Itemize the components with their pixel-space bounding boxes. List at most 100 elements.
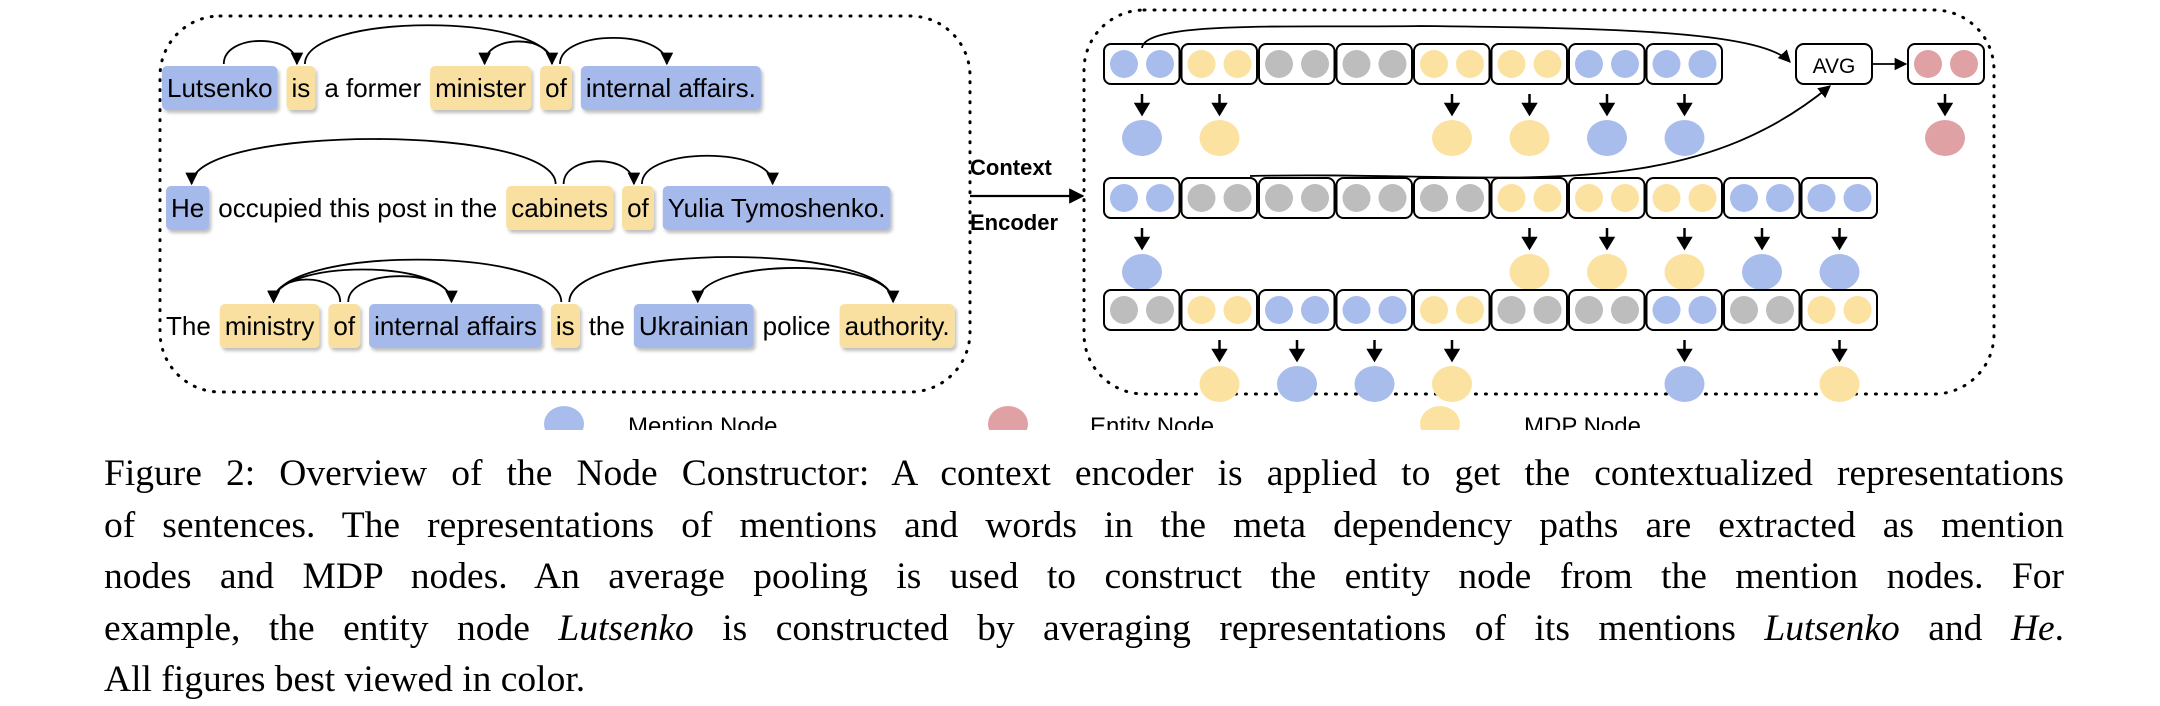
legend-mdp-swatch bbox=[1420, 406, 1460, 430]
extraction-arrow bbox=[1521, 228, 1538, 251]
figure-caption: Figure 2: Overview of the Node Construct… bbox=[104, 448, 2064, 706]
mention-highlight bbox=[633, 304, 754, 348]
dependency-arc bbox=[347, 275, 458, 304]
token-circle bbox=[1766, 296, 1794, 324]
mdp-highlight bbox=[219, 304, 320, 348]
mdp-node bbox=[1432, 366, 1472, 402]
token-circle bbox=[1110, 184, 1138, 212]
token-circle bbox=[1843, 296, 1872, 324]
token-circle bbox=[1265, 50, 1293, 78]
token-circle bbox=[1807, 184, 1836, 212]
token-circle bbox=[1223, 50, 1252, 78]
caption-line-1-text: Overview of the Node Constructor: A cont… bbox=[279, 453, 2064, 494]
token-circle bbox=[1420, 184, 1448, 212]
caption-text: and bbox=[1928, 607, 1983, 649]
token-circle bbox=[1533, 184, 1562, 212]
extraction-arrow bbox=[1676, 228, 1693, 251]
entity-token-circle bbox=[1950, 50, 1978, 78]
legend-mdp-label: MDP Node bbox=[1524, 413, 1641, 430]
dependency-arc bbox=[304, 24, 559, 66]
token-circle bbox=[1146, 50, 1174, 78]
token-circle bbox=[1146, 184, 1174, 212]
extraction-arrow bbox=[1133, 228, 1151, 251]
token-circle bbox=[1766, 184, 1794, 212]
token-rows bbox=[1103, 43, 1878, 402]
mdp-highlight bbox=[328, 304, 361, 348]
extraction-arrow bbox=[1288, 340, 1306, 363]
encoder-label-line1: Context bbox=[970, 155, 1053, 180]
context-encoder: Context Encoder bbox=[970, 155, 1085, 235]
token-circle bbox=[1611, 184, 1639, 212]
extraction-arrow bbox=[1831, 340, 1848, 363]
extraction-arrow bbox=[1676, 340, 1693, 363]
token-circle bbox=[1575, 184, 1603, 212]
sentence-3-word: is bbox=[556, 311, 575, 341]
token-circle bbox=[1301, 184, 1329, 212]
token-circle bbox=[1807, 296, 1836, 324]
extraction-arrow bbox=[1133, 94, 1151, 117]
entity-down-arrow bbox=[1936, 94, 1954, 117]
sentence-3-word: internal affairs bbox=[374, 311, 537, 341]
token-circle bbox=[1378, 296, 1407, 324]
sentence-1-word: minister bbox=[435, 73, 526, 103]
token-circle bbox=[1342, 184, 1371, 212]
mention-node bbox=[1819, 254, 1860, 290]
legend: Mention Node Entity Node MDP Node bbox=[544, 406, 1641, 430]
token-circle bbox=[1342, 296, 1371, 324]
token-circle bbox=[1146, 296, 1174, 324]
sentence-3-word: of bbox=[333, 311, 355, 341]
token-circle bbox=[1223, 184, 1252, 212]
extraction-arrow bbox=[1211, 94, 1228, 117]
avg-pooling: AVG bbox=[1141, 25, 1985, 179]
token-circle bbox=[1378, 184, 1407, 212]
avg-input-curve-bottom bbox=[1249, 85, 1831, 179]
dependency-arc bbox=[478, 40, 553, 66]
dependency-arc bbox=[267, 268, 453, 304]
token-circle bbox=[1265, 296, 1293, 324]
mdp-highlight bbox=[550, 304, 580, 348]
mention-node bbox=[1277, 366, 1317, 402]
mention-node bbox=[1742, 254, 1782, 290]
caption-line-2: of sentences. The representations of men… bbox=[104, 504, 2064, 546]
token-circle bbox=[1575, 50, 1603, 78]
mdp-highlight bbox=[540, 66, 572, 110]
sentence-2-word: cabinets bbox=[511, 193, 608, 223]
mdp-highlight bbox=[622, 186, 654, 230]
token-circle bbox=[1688, 50, 1717, 78]
token-circle bbox=[1611, 50, 1639, 78]
caption-text: is constructed by averaging representati… bbox=[722, 607, 1736, 649]
dependency-arcs bbox=[185, 24, 900, 304]
extraction-arrow bbox=[1443, 94, 1461, 117]
avg-label: AVG bbox=[1813, 55, 1856, 78]
token-circle bbox=[1533, 50, 1562, 78]
sentence-1-word: a former bbox=[324, 73, 421, 103]
mention-highlight bbox=[580, 66, 761, 110]
token-circle bbox=[1301, 296, 1329, 324]
mdp-node bbox=[1587, 254, 1627, 290]
legend-entity-label: Entity Node bbox=[1090, 413, 1214, 430]
sentence-1-word: internal affairs. bbox=[586, 73, 756, 103]
caption-emph: Lutsenko bbox=[558, 607, 694, 649]
mdp-highlight bbox=[430, 66, 532, 110]
token-circle bbox=[1342, 50, 1371, 78]
token-circle bbox=[1456, 296, 1484, 324]
token-circle bbox=[1497, 296, 1526, 324]
caption-text: . bbox=[2054, 607, 2064, 649]
token-circle bbox=[1420, 50, 1448, 78]
token-circle bbox=[1688, 184, 1717, 212]
token-circle bbox=[1652, 50, 1681, 78]
mention-node bbox=[1122, 120, 1162, 156]
encoder-label-line2: Encoder bbox=[970, 210, 1058, 235]
dependency-arc bbox=[641, 154, 779, 186]
mdp-node bbox=[1199, 120, 1240, 156]
token-circle bbox=[1843, 184, 1872, 212]
mdp-node bbox=[1509, 120, 1550, 156]
mention-node bbox=[1122, 254, 1162, 290]
sentence-1-word: Lutsenko bbox=[167, 73, 273, 103]
extraction-arrow bbox=[1598, 94, 1616, 117]
mdp-node bbox=[1819, 366, 1860, 402]
mdp-node bbox=[1509, 254, 1550, 290]
caption-line-1: Figure 2: Overview of the Node Construct… bbox=[104, 448, 2064, 500]
sentence-3-word: police bbox=[763, 311, 831, 341]
dependency-arc bbox=[568, 256, 900, 304]
